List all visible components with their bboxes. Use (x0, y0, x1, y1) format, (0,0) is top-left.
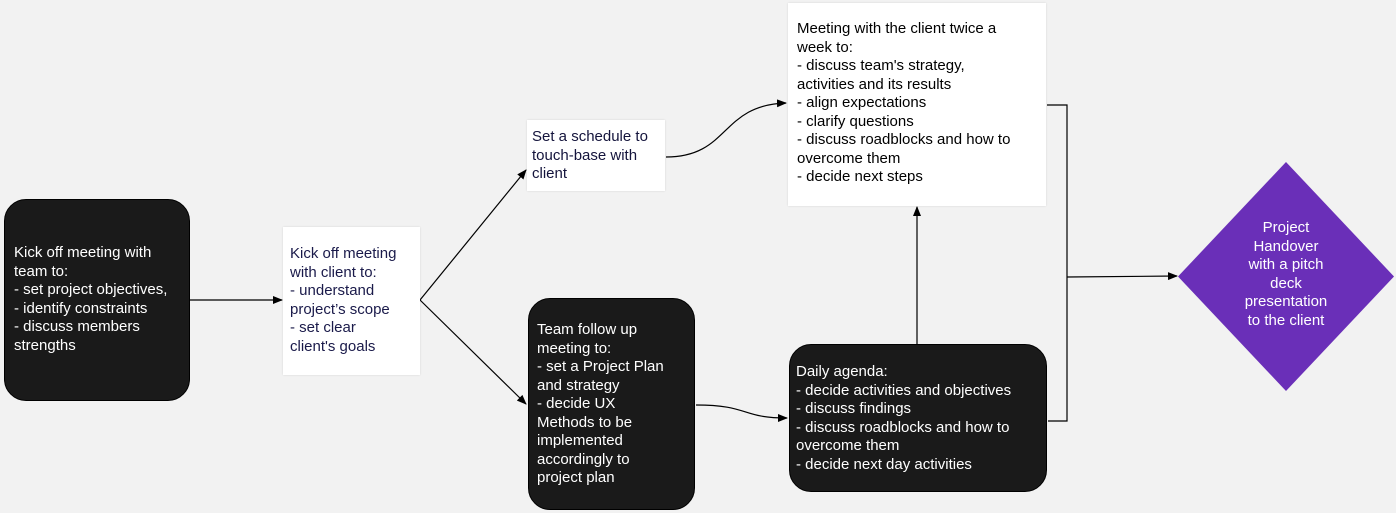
handover-label: Project Handover with a pitch deck prese… (1244, 219, 1328, 329)
connector-meeting-bracket (1047, 104, 1068, 422)
arrow-followup-to-daily (695, 404, 788, 422)
daily-agenda-node: Daily agenda: - decide activities and ob… (789, 344, 1047, 492)
kickoff-client-node: Kick off meeting with client to: - under… (283, 227, 420, 375)
client-meeting-node: Meeting with the client twice a week to:… (788, 3, 1046, 206)
arrow-client-to-schedule (419, 169, 527, 301)
arrow-client-to-followup (419, 299, 527, 405)
arrow-schedule-to-meeting (665, 99, 787, 158)
arrow-to-handover (1066, 272, 1178, 281)
schedule-node: Set a schedule to touch-base with client (527, 120, 665, 191)
handover-decision-node: Project Handover with a pitch deck prese… (1178, 162, 1394, 391)
kickoff-team-node: Kick off meeting with team to: - set pro… (4, 199, 190, 401)
team-followup-node: Team follow up meeting to: - set a Proje… (528, 298, 695, 510)
